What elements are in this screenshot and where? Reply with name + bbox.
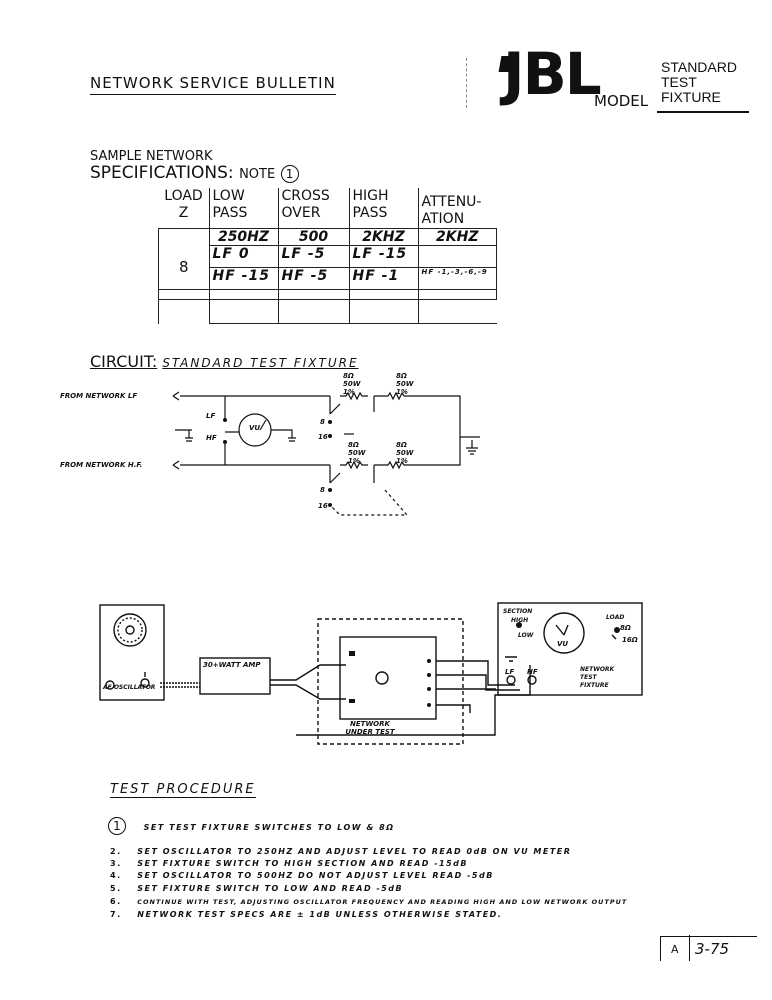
- page-code: 3-75: [695, 940, 730, 958]
- lp-lf: LF 0: [208, 245, 279, 268]
- from-network-hf: FROM NETWORK H.F.: [60, 461, 143, 469]
- freq-cross: 500: [277, 228, 350, 246]
- freq-atten: 2KHZ: [417, 228, 497, 246]
- co-lf: LF -5: [277, 245, 350, 268]
- switch-16-top: 16: [318, 433, 328, 441]
- jbl-logo: JBL: [503, 40, 602, 108]
- fixture-title: STANDARD TEST FIXTURE: [661, 59, 737, 105]
- switch-8-bottom: 8: [320, 486, 325, 494]
- switch-8-top: 8: [320, 418, 325, 426]
- model-label: MODEL: [594, 92, 649, 110]
- procedure-step-3: 3. SET FIXTURE SWITCH TO HIGH SECTION AN…: [110, 859, 468, 868]
- circuit-diagram: [172, 391, 480, 516]
- circuit-title: CIRCUIT: STANDARD TEST FIXTURE: [90, 352, 359, 371]
- switch-16-bottom: 16: [318, 502, 328, 510]
- lp-hf: HF -15: [208, 267, 279, 290]
- resistor-top-2: 8Ω 50W 1%: [396, 372, 414, 396]
- resistor-bottom-1: 8Ω 50W 1%: [348, 441, 366, 465]
- col-attenuation: ATTENU-ATION: [417, 188, 497, 229]
- section-label: SECTION: [503, 608, 533, 615]
- specifications-title: SPECIFICATIONS: NOTE 1: [90, 163, 299, 183]
- test-setup-diagram: [99, 602, 643, 745]
- at-lf: [417, 245, 497, 268]
- note-number: 1: [280, 165, 299, 183]
- procedure-step-1: 1 SET TEST FIXTURE SWITCHES TO LOW & 8Ω: [108, 815, 395, 835]
- freq-low: 250HZ: [208, 228, 279, 246]
- high-label: HIGH: [511, 617, 529, 624]
- co-hf: HF -5: [277, 267, 350, 290]
- resistor-top-1: 8Ω 50W 1%: [343, 372, 361, 396]
- fixture-lf-label: LF: [505, 668, 515, 676]
- load-label: LOAD: [606, 614, 625, 621]
- fixture-vu-label: VU: [557, 640, 569, 648]
- oscillator-label: AF OSCILLATOR: [103, 684, 156, 691]
- hp-lf: LF -15: [348, 245, 419, 268]
- fixture-underline: [657, 111, 749, 113]
- fixture-name-label: NETWORK TEST FIXTURE: [580, 666, 615, 689]
- procedure-step-2: 2. SET OSCILLATOR TO 250HZ AND ADJUST LE…: [110, 847, 572, 856]
- procedure-step-5: 5. SET FIXTURE SWITCH TO LOW AND READ -5…: [110, 884, 404, 893]
- amp-label: 30+WATT AMP: [203, 661, 261, 669]
- load-8-label: 8Ω: [620, 624, 631, 632]
- circuit-hf: HF: [206, 434, 217, 442]
- freq-high: 2KHZ: [348, 228, 419, 246]
- page-code-box: A 3-75: [660, 935, 757, 961]
- load-16-label: 16Ω: [622, 636, 638, 644]
- resistor-bottom-2: 8Ω 50W 1%: [396, 441, 414, 465]
- bulletin-title: NETWORK SERVICE BULLETIN: [90, 74, 336, 95]
- circuit-lf: LF: [206, 412, 216, 420]
- procedure-step-7: 7. NETWORK TEST SPECS ARE ± 1dB UNLESS O…: [110, 910, 503, 919]
- low-label: LOW: [518, 632, 534, 639]
- hp-hf: HF -1: [348, 267, 419, 290]
- network-under-test-label: NETWORK UNDER TEST: [345, 720, 395, 736]
- procedure-step-4: 4. SET OSCILLATOR TO 500HZ DO NOT ADJUST…: [110, 871, 494, 880]
- sample-network-label: SAMPLE NETWORK: [90, 149, 213, 164]
- from-network-lf: FROM NETWORK LF: [60, 392, 138, 400]
- circuit-vu: VU: [249, 424, 261, 432]
- test-procedure-title: TEST PROCEDURE: [110, 782, 256, 798]
- fixture-hf-label: HF: [527, 668, 538, 676]
- at-hf: HF -1,-3,-6,-9: [417, 267, 497, 290]
- logo-divider: [466, 58, 469, 108]
- load-value: 8: [158, 245, 210, 290]
- procedure-step-6: 6. CONTINUE WITH TEST, ADJUSTING OSCILLA…: [110, 897, 628, 906]
